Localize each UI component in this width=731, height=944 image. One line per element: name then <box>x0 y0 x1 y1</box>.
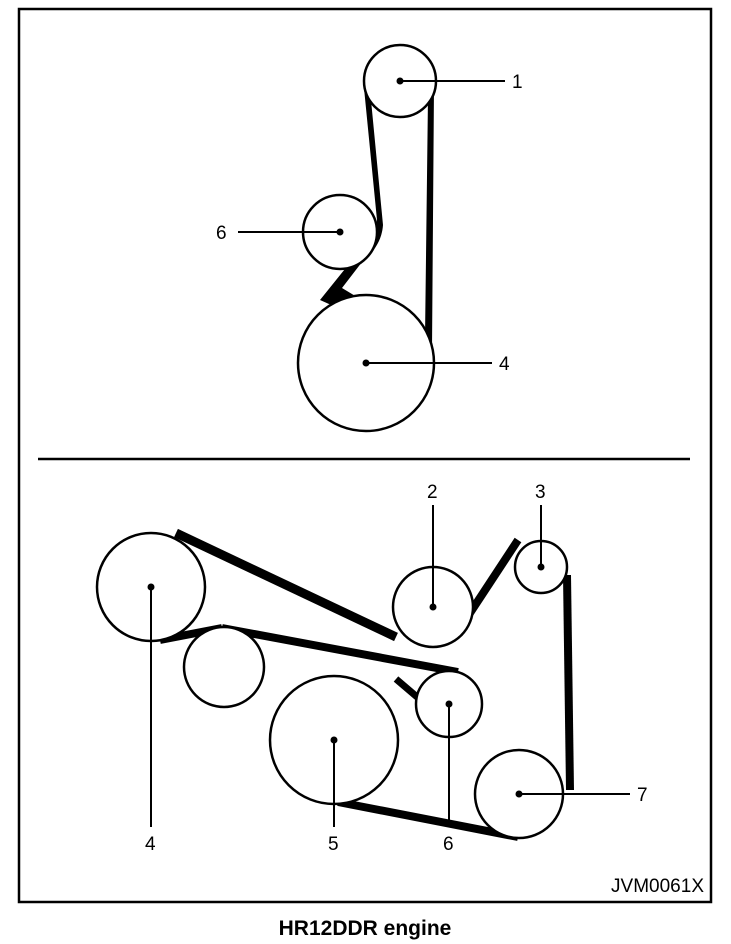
top-label-4: 4 <box>499 354 510 375</box>
bottom-belt-diagram: 2 3 4 5 6 7 <box>95 482 648 855</box>
bottom-pulley-idler <box>182 625 266 709</box>
bottom-label-7: 7 <box>637 785 648 806</box>
top-label-6: 6 <box>216 223 227 244</box>
bottom-label-6: 6 <box>443 834 454 855</box>
top-belt-diagram: 1 6 4 <box>216 43 523 433</box>
bottom-label-5: 5 <box>328 834 339 855</box>
figure-code: JVM0061X <box>611 876 704 897</box>
top-belt-inner <box>342 96 428 338</box>
bottom-label-3: 3 <box>535 482 546 503</box>
top-label-1: 1 <box>512 72 523 93</box>
diagram-frame <box>17 7 713 904</box>
bottom-label-4: 4 <box>145 834 156 855</box>
bottom-label-2: 2 <box>427 482 438 503</box>
figure-caption: HR12DDR engine <box>279 917 452 940</box>
